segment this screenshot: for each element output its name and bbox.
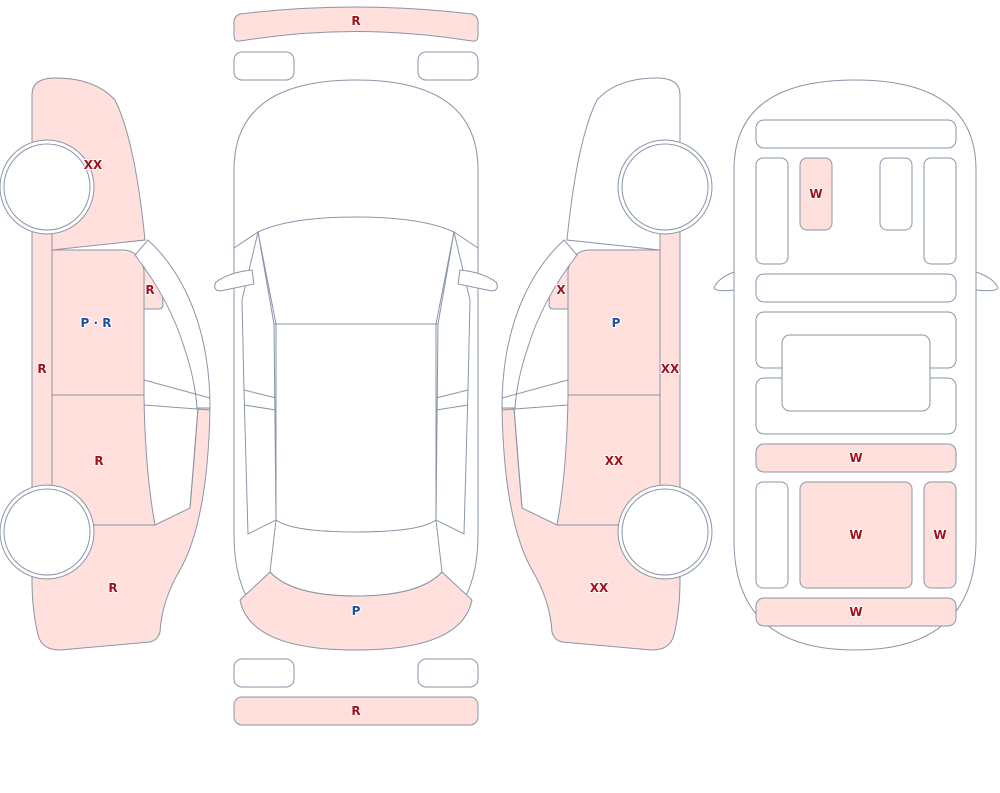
rear-hatch-glass[interactable] [799, 481, 913, 589]
left-rear-quarter-glass[interactable] [755, 157, 789, 265]
glass-left-mirror[interactable] [713, 271, 735, 292]
right-side-glass [435, 231, 471, 535]
left-windshield-pillar[interactable] [134, 239, 211, 409]
label-right-rocker: XX [661, 362, 680, 376]
label-right-front-door: P [612, 316, 621, 330]
front-left-quarter-glass[interactable] [755, 481, 789, 589]
label-rear-hatch-glass: W [849, 528, 862, 542]
left-side-view [0, 77, 211, 651]
rear-left-light[interactable] [233, 658, 295, 688]
label-rear-left-window: W [809, 187, 822, 201]
front-right-light[interactable] [417, 51, 479, 81]
right-side-mirror-top[interactable] [457, 269, 498, 292]
roof[interactable] [273, 323, 439, 533]
glass-right-mirror[interactable] [975, 271, 999, 292]
label-left-rear-quarter: R [108, 581, 117, 595]
rear-windshield-top[interactable] [755, 119, 957, 149]
right-side-view [501, 77, 713, 651]
label-rear-glass-strip: W [849, 451, 862, 465]
rear-right-light[interactable] [417, 658, 479, 688]
label-front-bumper: R [351, 14, 360, 28]
label-left-front-fender: XX [84, 158, 103, 172]
front-left-light[interactable] [233, 51, 295, 81]
right-rear-quarter-glass[interactable] [923, 157, 957, 265]
rear-glass-strip[interactable] [755, 443, 957, 473]
left-rear-wheel-rim [3, 488, 91, 576]
front-bumper[interactable] [233, 6, 479, 42]
hood[interactable] [239, 571, 473, 651]
rear-bumper[interactable] [233, 696, 479, 726]
top-view [214, 6, 498, 726]
label-rear-bumper: R [351, 704, 360, 718]
windshield[interactable] [257, 216, 455, 325]
label-right-rear-door: XX [605, 454, 624, 468]
right-rear-wheel-rim [621, 488, 709, 576]
label-left-rocker: R [37, 362, 46, 376]
label-right-mirror: X [556, 283, 566, 297]
label-rear-right-glass: W [933, 528, 946, 542]
rear-right-glass[interactable] [923, 481, 957, 589]
label-front-glass-strip: W [849, 605, 862, 619]
right-front-wheel-rim [621, 143, 709, 231]
damage-labels: R R P XX R P · R R R R X P XX XX XX W W … [36, 13, 947, 719]
rear-glass-strip-upper[interactable] [755, 273, 957, 303]
label-left-front-door: P · R [81, 316, 112, 330]
sunroof-glass[interactable] [781, 334, 931, 412]
label-hood: P [352, 604, 361, 618]
label-right-rear-quarter: XX [590, 581, 609, 595]
left-front-wheel-rim [3, 143, 91, 231]
label-left-mirror: R [145, 283, 154, 297]
left-side-glass [241, 231, 277, 535]
right-windshield-pillar[interactable] [501, 239, 578, 409]
front-glass-strip[interactable] [755, 597, 957, 627]
rear-right-window[interactable] [879, 157, 913, 231]
left-side-mirror-top[interactable] [214, 269, 255, 292]
label-left-rear-door: R [94, 454, 103, 468]
glass-view [713, 79, 999, 651]
rear-left-window[interactable] [799, 157, 833, 231]
